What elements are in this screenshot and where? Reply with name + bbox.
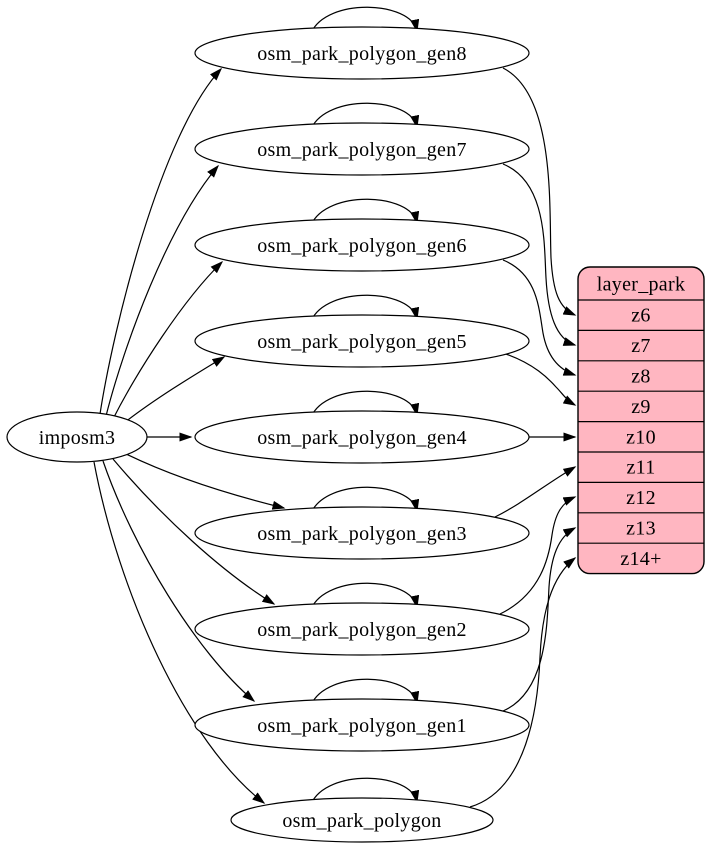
edge-imposm3-to-osm_park_polygon_gen1: [102, 460, 256, 702]
node-label: osm_park_polygon_gen8: [257, 43, 467, 65]
edge-osm_park_polygon_gen2-to-z12: [499, 496, 577, 615]
zoom-row-label: z10: [626, 426, 656, 448]
layer-table-node: layer_park z6 z7 z8 z9 z10 z11 z12 z13 z14+: [577, 266, 705, 575]
zoom-row-label: z14+: [620, 548, 661, 570]
edge-osm_park_polygon_gen6-to-z8: [502, 259, 577, 376]
edge-osm_park_polygon_gen7-to-z7: [502, 163, 577, 346]
ellipse-shape: [194, 410, 530, 464]
self-loop-osm_park_polygon_gen6: [310, 198, 420, 226]
node-imposm3: imposm3: [6, 411, 148, 463]
zoom-row-label: z7: [631, 335, 650, 357]
node-label: osm_park_polygon_gen5: [257, 331, 467, 353]
edge-imposm3-to-osm_park_polygon_gen6: [112, 260, 224, 420]
layer-table-background: [577, 266, 705, 575]
edge-osm_park_polygon_gen1-to-z13: [502, 527, 577, 712]
ellipse-shape: [194, 698, 530, 752]
zoom-row-label: z6: [631, 305, 650, 327]
edge-imposm3-to-osm_park_polygon_gen8: [99, 67, 223, 415]
self-loop-osm_park_polygon_gen5: [310, 294, 420, 322]
self-loop-osm_park_polygon_gen2: [310, 582, 420, 610]
ellipse-shape: [194, 122, 530, 176]
zoom-row-label: z12: [626, 487, 656, 509]
node-label: osm_park_polygon_gen4: [257, 427, 467, 449]
ellipse-shape: [230, 797, 494, 843]
edge-imposm3-to-osm_park_polygon_gen2: [112, 458, 276, 605]
node-label: osm_park_polygon_gen3: [257, 523, 467, 545]
edge-osm_park_polygon_gen3-to-z11: [494, 466, 577, 518]
node-osm_park_polygon_gen7: osm_park_polygon_gen7: [194, 122, 530, 176]
ellipse-shape: [194, 602, 530, 656]
self-loop-osm_park_polygon_gen3: [310, 486, 420, 514]
zoom-row-label: z9: [631, 396, 650, 418]
node-osm_park_polygon_gen8: osm_park_polygon_gen8: [194, 26, 530, 80]
layer-title: layer_park: [597, 274, 686, 296]
edge-imposm3-to-osm_park_polygon_gen5: [123, 356, 226, 424]
zoom-row-label: z13: [626, 518, 656, 540]
self-loop-osm_park_polygon: [310, 777, 420, 805]
self-loop-osm_park_polygon_gen7: [310, 102, 420, 130]
node-label: osm_park_polygon: [282, 810, 441, 832]
ellipse-shape: [194, 506, 530, 560]
ellipse-shape: [6, 411, 148, 463]
node-osm_park_polygon_gen3: osm_park_polygon_gen3: [194, 506, 530, 560]
node-label: osm_park_polygon_gen7: [257, 139, 467, 161]
node-osm_park_polygon_gen2: osm_park_polygon_gen2: [194, 602, 530, 656]
edge-imposm3-to-osm_park_polygon: [93, 461, 266, 804]
node-label: imposm3: [39, 427, 116, 449]
ellipse-shape: [194, 26, 530, 80]
self-loop-osm_park_polygon_gen4: [310, 390, 420, 418]
node-osm_park_polygon_gen6: osm_park_polygon_gen6: [194, 218, 530, 272]
zoom-row-label: z8: [631, 366, 650, 388]
node-label: osm_park_polygon_gen2: [257, 619, 467, 641]
node-osm_park_polygon_gen1: osm_park_polygon_gen1: [194, 698, 530, 752]
edge-osm_park_polygon_gen5-to-z9: [505, 353, 577, 406]
node-osm_park_polygon_gen5: osm_park_polygon_gen5: [194, 314, 530, 368]
node-osm_park_polygon_gen4: osm_park_polygon_gen4: [194, 410, 530, 464]
ellipse-shape: [194, 314, 530, 368]
edge-imposm3-to-osm_park_polygon_gen3: [123, 452, 286, 510]
edge-imposm3-to-osm_park_polygon_gen7: [105, 164, 219, 417]
zoom-row-label: z11: [626, 457, 655, 479]
node-label: osm_park_polygon_gen6: [257, 235, 467, 257]
node-label: osm_park_polygon_gen1: [257, 715, 467, 737]
edge-osm_park_polygon_gen8-to-z6: [502, 67, 577, 316]
node-osm_park_polygon: osm_park_polygon: [230, 797, 494, 843]
ellipse-shape: [194, 218, 530, 272]
self-loop-osm_park_polygon_gen1: [310, 678, 420, 706]
self-loop-osm_park_polygon_gen8: [310, 6, 420, 34]
edge-osm_park_polygon-to-z14+: [469, 557, 577, 808]
